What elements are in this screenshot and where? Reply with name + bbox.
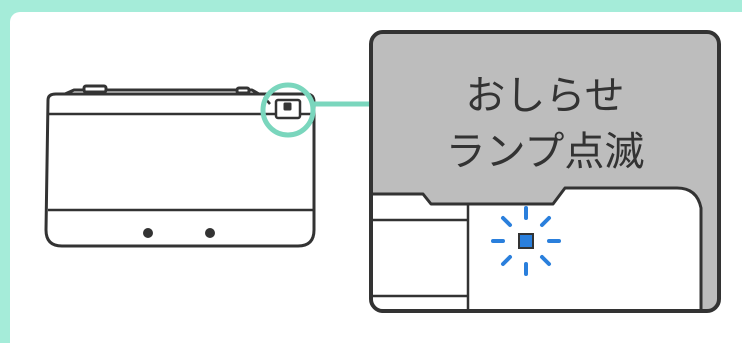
console-top-bump-left	[82, 84, 108, 94]
notification-lamp-icon	[491, 206, 561, 276]
lamp-ray	[501, 255, 512, 266]
lamp-ray	[540, 216, 551, 227]
lamp-highlight-ring	[260, 82, 316, 138]
lamp-ray	[501, 216, 512, 227]
closed-handheld-console-icon	[44, 84, 316, 248]
zoom-device-shell	[373, 186, 703, 309]
zoom-callout: おしらせ ランプ点滅	[369, 30, 721, 313]
console-top-bump-right	[235, 86, 251, 95]
lamp-center	[518, 233, 534, 249]
console-body	[44, 92, 316, 248]
caption-line-2: ランプ点滅	[445, 129, 645, 175]
console-screw-right	[205, 228, 215, 238]
zoom-detail-drawing	[373, 186, 703, 309]
console-screw-left	[143, 228, 153, 238]
lamp-rays	[491, 206, 561, 276]
caption-line-1: おしらせ	[465, 73, 625, 119]
lamp-ray	[540, 255, 551, 266]
console-lamp-dot	[283, 102, 292, 111]
zoom-caption: おしらせ ランプ点滅	[373, 68, 717, 180]
